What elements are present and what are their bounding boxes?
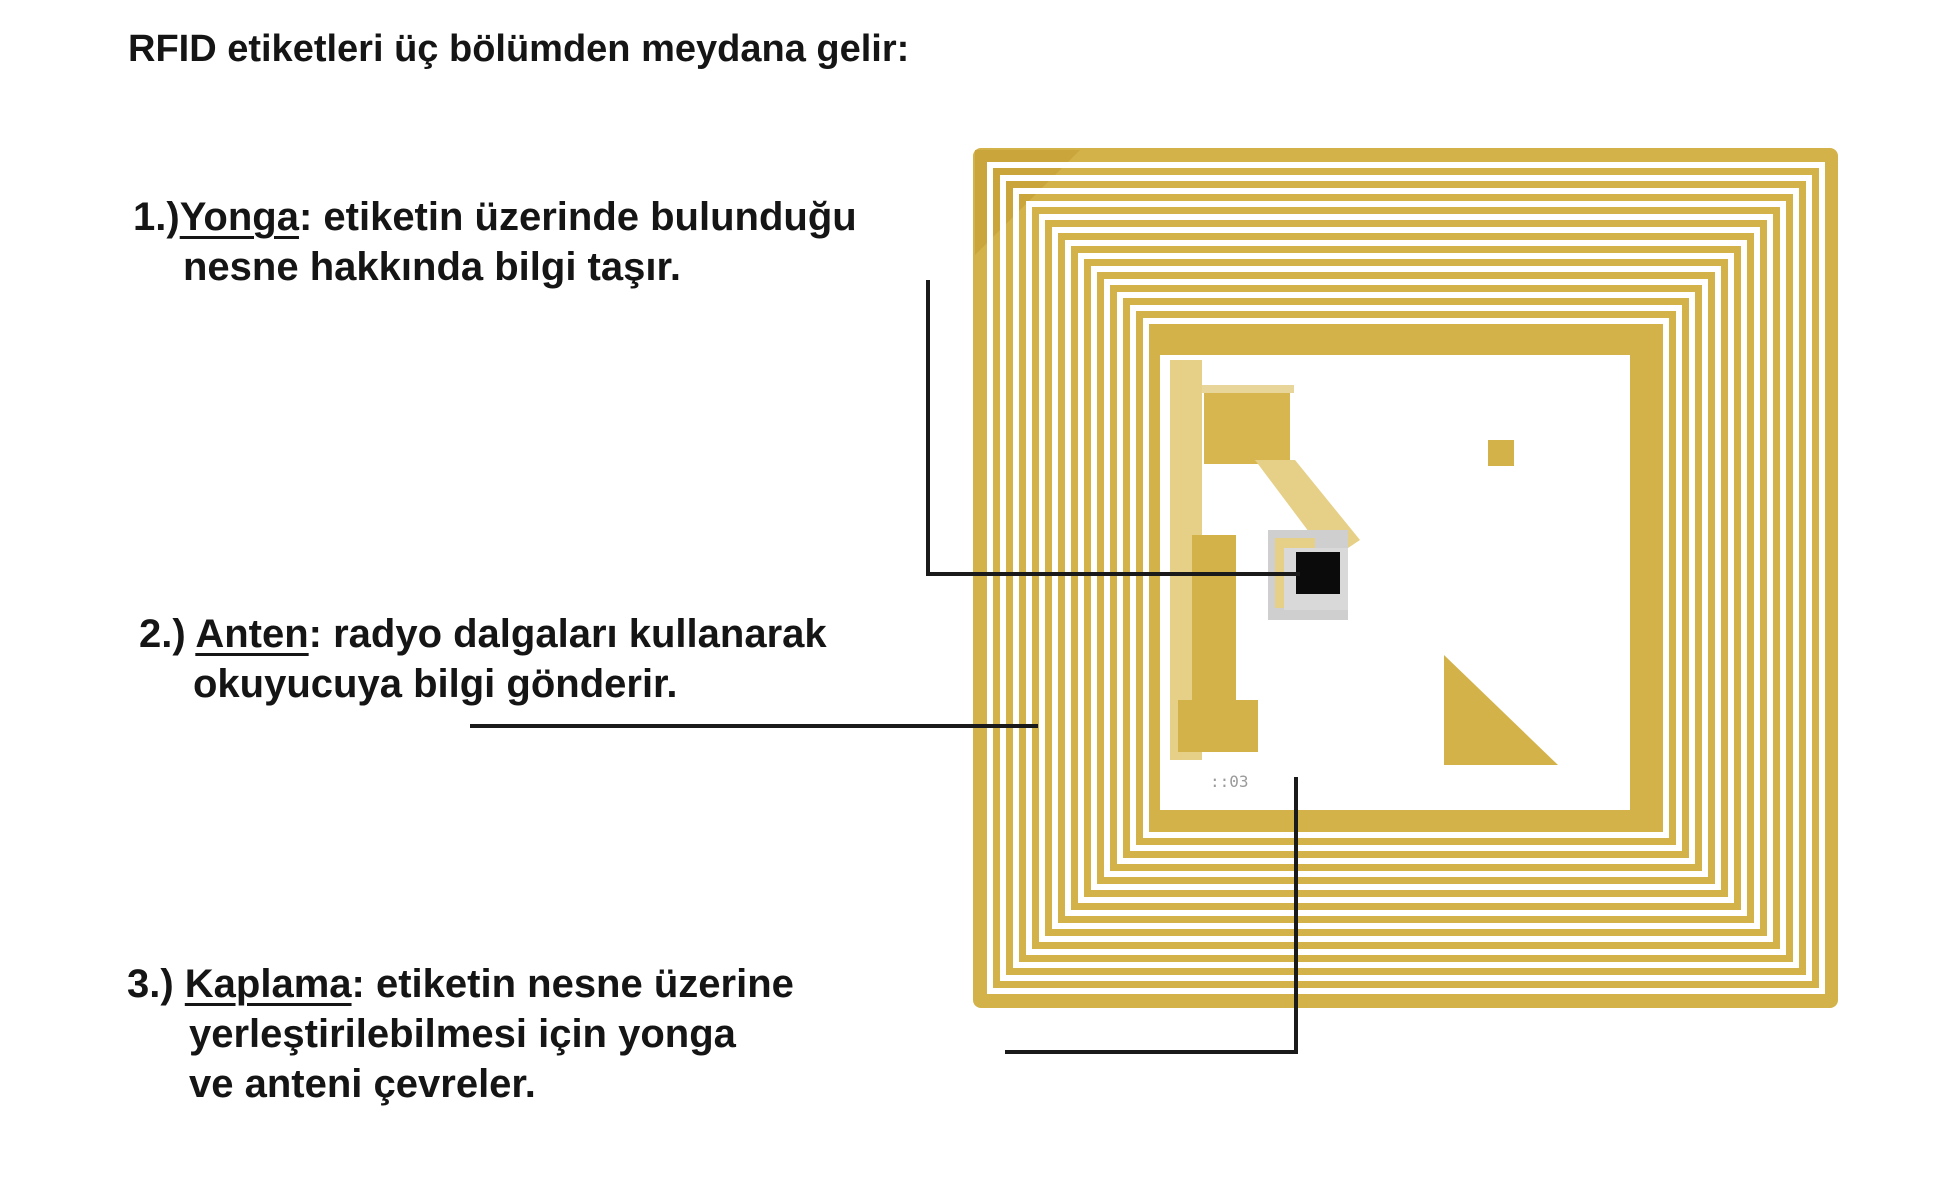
part-text: yerleştirilebilmesi için yonga [189,1012,736,1056]
part-antenna-line1: 2.) Anten: radyo dalgaları kullanarak [139,609,827,659]
svg-text:::03: ::03 [1210,772,1249,791]
antenna-coil [987,162,1825,994]
part-number: 2.) [139,612,196,656]
part-text: okuyucuya bilgi gönderir. [193,662,678,706]
term-antenna: Anten [195,612,309,656]
part-coating-description: 3.) Kaplama: etiketin nesne üzerine yerl… [127,959,794,1109]
part-coating-line1: 3.) Kaplama: etiketin nesne üzerine [127,959,794,1009]
part-text: : etiketin üzerinde bulunduğu [298,195,857,239]
leader-line-chip [926,280,1300,576]
part-text: : etiketin nesne üzerine [351,962,794,1006]
part-text: ve anteni çevreler. [189,1062,536,1106]
leader-line-coating [1005,777,1298,1054]
page-heading: RFID etiketleri üç bölümden meydana geli… [128,28,910,70]
term-chip: Yonga [179,195,299,239]
part-number: 1.) [133,195,180,239]
small-pad [1488,440,1514,466]
part-chip-description: 1.)Yonga: etiketin üzerinde bulunduğu ne… [133,192,857,292]
part-text: nesne hakkında bilgi taşır. [183,245,681,289]
top-pad [1204,392,1290,464]
part-text: : radyo dalgaları kullanarak [308,612,827,656]
part-chip-line1: 1.)Yonga: etiketin üzerinde bulunduğu [133,192,857,242]
chip [1296,552,1340,594]
part-number: 3.) [127,962,185,1006]
term-coating: Kaplama [184,962,352,1006]
triangle-pad [1444,655,1558,765]
part-antenna-description: 2.) Anten: radyo dalgaları kullanarak ok… [139,609,827,709]
